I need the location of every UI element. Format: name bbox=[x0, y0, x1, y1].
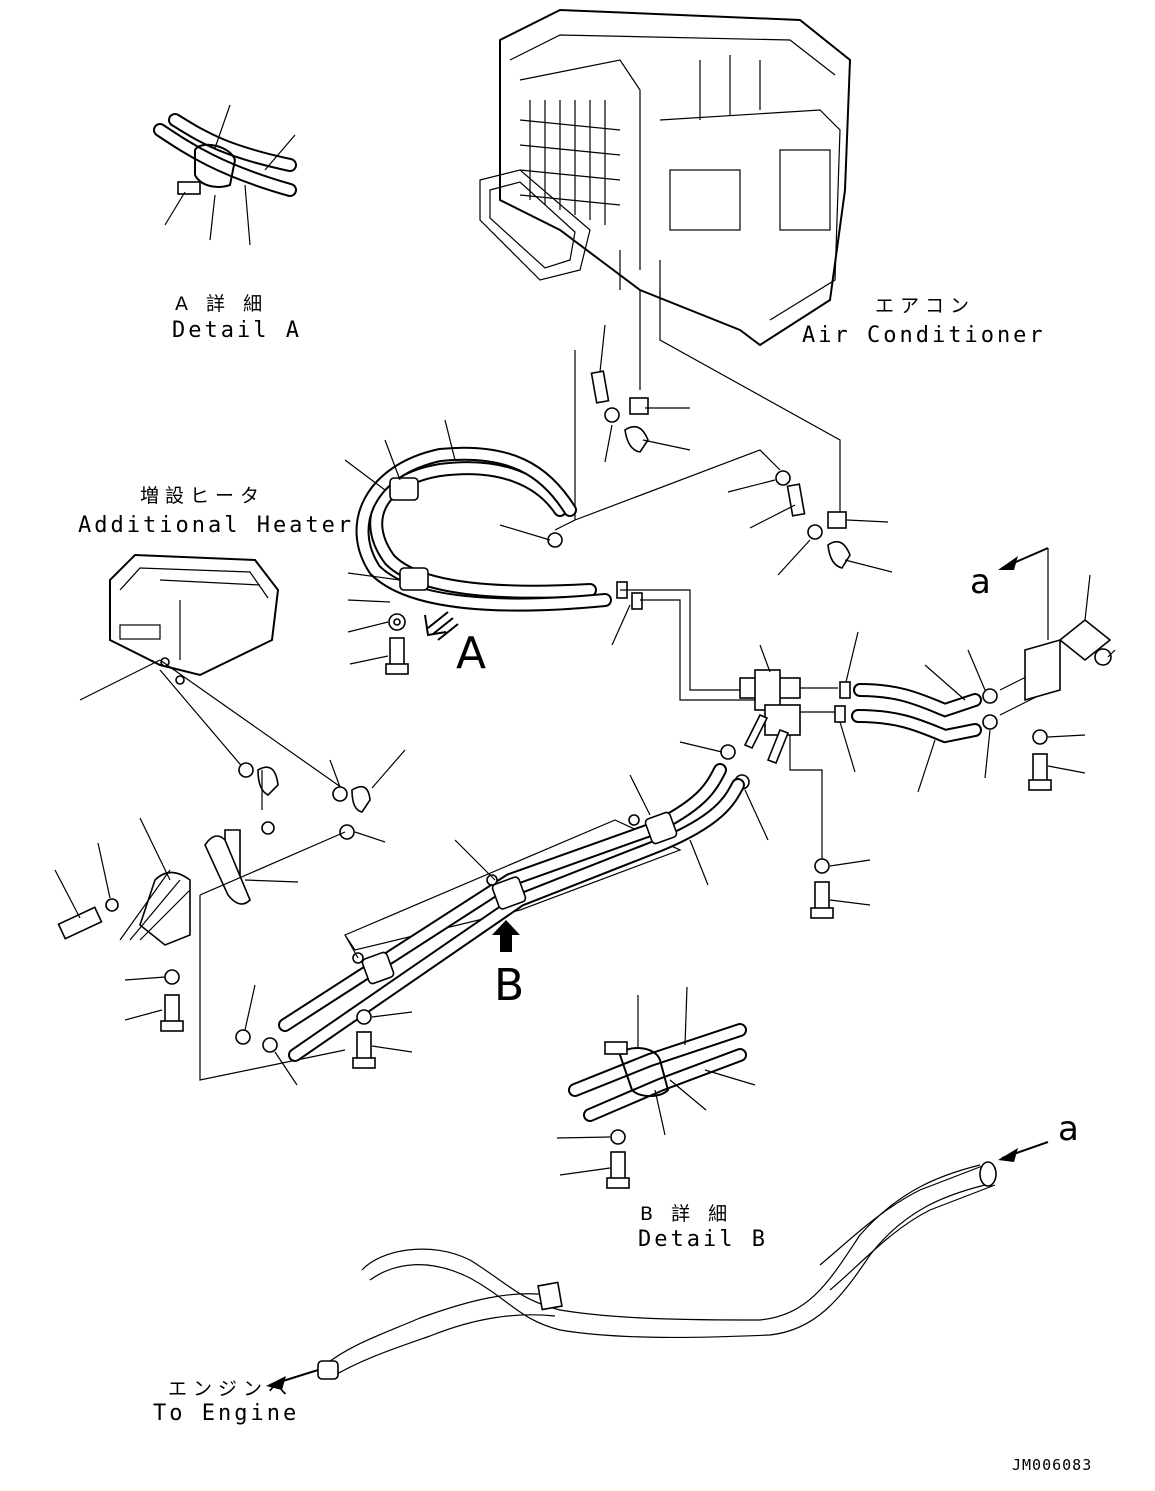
detail-b-jp-label: B 詳 細 bbox=[640, 1203, 733, 1225]
additional-heater-jp-label: 増設ヒータ bbox=[140, 485, 265, 507]
additional-heater-unit bbox=[79, 553, 346, 791]
air-conditioner-jp-label: エアコン bbox=[875, 295, 975, 317]
manifold-block bbox=[620, 589, 871, 919]
ref-a-top-label: a bbox=[970, 562, 991, 602]
detail-b-en-label: Detail B bbox=[638, 1227, 768, 1252]
air-conditioner-unit bbox=[479, 8, 852, 520]
air-conditioner-en-label: Air Conditioner bbox=[802, 323, 1046, 348]
engine-hose bbox=[266, 1141, 1049, 1390]
detail-a-en-label: Detail A bbox=[172, 318, 302, 343]
detail-b-clamp bbox=[556, 986, 756, 1189]
heater-fittings bbox=[54, 749, 406, 1081]
additional-heater-en-label: Additional Heater bbox=[78, 513, 354, 538]
detail-a-clamp bbox=[153, 104, 297, 246]
view-b-label: B bbox=[494, 960, 524, 1011]
to-engine-en-label: To Engine bbox=[153, 1401, 299, 1426]
drawing-code: JM006083 bbox=[1012, 1456, 1092, 1474]
upper-hose-loop bbox=[344, 419, 643, 675]
right-hoses-bracket bbox=[851, 547, 1116, 793]
to-engine-jp-label: エンジンへ bbox=[168, 1378, 293, 1400]
long-pipe-run bbox=[235, 763, 745, 1086]
ref-a-bottom-label: a bbox=[1058, 1109, 1079, 1149]
detail-a-jp-label: A 詳 細 bbox=[175, 293, 268, 315]
view-a-label: A bbox=[456, 628, 486, 679]
view-b-arrow-icon bbox=[492, 920, 520, 952]
ac-fittings bbox=[554, 324, 893, 576]
